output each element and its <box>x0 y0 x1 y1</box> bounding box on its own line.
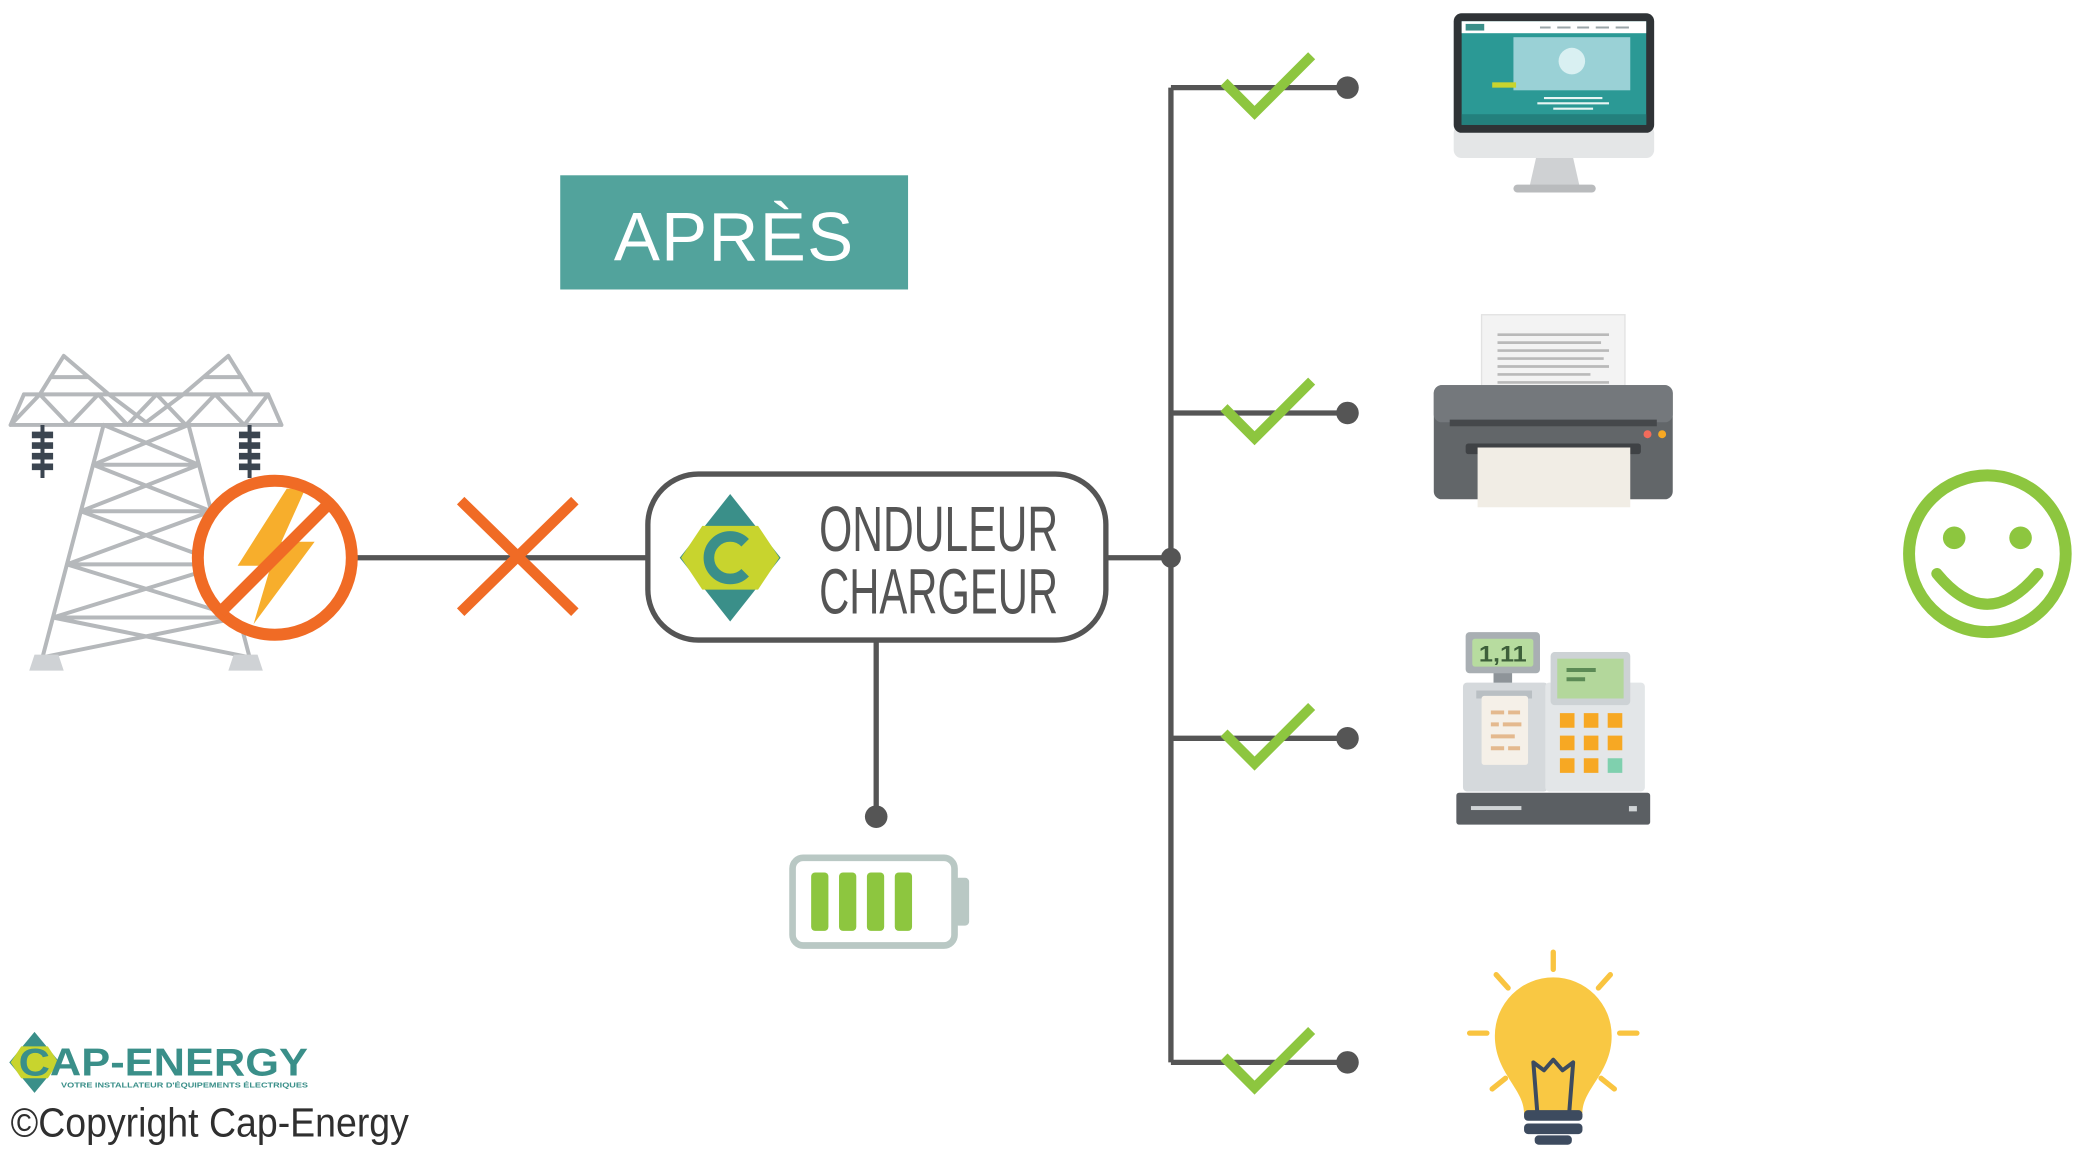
printer-paper-lines <box>1497 333 1610 400</box>
ups-box: ONDULEUR CHARGEUR <box>645 471 1109 643</box>
smiley-face-icon <box>1903 469 2072 639</box>
junction-node <box>1160 547 1181 568</box>
screen-nav <box>1539 26 1629 29</box>
register-base <box>1456 792 1651 825</box>
no-power-slash <box>216 499 334 617</box>
monitor-base <box>1513 184 1596 193</box>
insulator-left <box>31 424 54 479</box>
branch-node-bulb <box>1336 1051 1359 1074</box>
ups-label-line1: ONDULEUR <box>819 493 1058 565</box>
register-display-value: 1,11 <box>1479 641 1527 666</box>
register-receipt-lines <box>1490 710 1522 751</box>
register-keys <box>1559 713 1623 773</box>
copyright-notice: ©Copyright Cap-Energy <box>11 1100 410 1146</box>
title-badge: APRÈS <box>560 175 909 290</box>
battery-terminal <box>954 877 970 926</box>
printer-button-red <box>1643 430 1652 439</box>
no-power-icon <box>191 474 358 641</box>
logo-c-mark <box>703 531 749 585</box>
battery-charge-bar <box>866 872 885 931</box>
check-icon <box>1220 377 1316 446</box>
brand-name: CAP-ENERGY <box>19 1042 309 1085</box>
check-icon <box>1220 702 1316 771</box>
screen-hero-power-symbol <box>1558 47 1586 75</box>
ups-box-frame <box>645 471 1109 643</box>
register-receipt <box>1481 695 1529 765</box>
branch-node-register <box>1336 727 1359 750</box>
bulb-rays <box>1466 949 1640 1092</box>
monitor-neck <box>1529 158 1580 188</box>
register-drawer-slot <box>1470 806 1522 811</box>
brand-tagline: VOTRE INSTALLATEUR D'ÉQUIPEMENTS ÉLECTRI… <box>61 1081 308 1090</box>
screen-footer <box>1461 114 1647 125</box>
screen-header <box>1461 21 1647 34</box>
cap-energy-logo-icon <box>679 493 781 622</box>
battery-node <box>864 805 888 828</box>
register-receipt-slot <box>1476 690 1533 699</box>
smiley-outline <box>1903 469 2072 639</box>
bulb-filament <box>1531 1057 1576 1113</box>
brand-logo: CAP-ENERGY VOTRE INSTALLATEUR D'ÉQUIPEME… <box>9 1031 309 1093</box>
ups-label-line2: CHARGEUR <box>819 556 1058 628</box>
smiley-right-eye <box>2009 526 2032 550</box>
check-icon <box>1220 1026 1316 1095</box>
smiley-mouth <box>1931 568 2044 610</box>
title-badge-label: APRÈS <box>614 197 855 275</box>
printer-output-paper <box>1477 447 1631 508</box>
monitor-chin <box>1453 124 1655 159</box>
printer-slot <box>1449 419 1657 427</box>
register-enter-key <box>1607 758 1623 773</box>
screen-logo <box>1465 23 1485 31</box>
printer-icon <box>1433 314 1673 508</box>
title-badge-background <box>560 175 909 290</box>
insulator-right <box>238 424 261 479</box>
pylon-footings <box>29 654 263 671</box>
bulb-base <box>1524 1110 1583 1145</box>
logo-hexagon <box>681 525 780 590</box>
register-drawer-button <box>1628 806 1637 812</box>
branch-end-nodes <box>1336 76 1359 1074</box>
register-screen-lines <box>1566 667 1596 682</box>
smiley-left-eye <box>1942 526 1966 550</box>
battery-charge-bars <box>811 872 913 931</box>
register-customer-screen <box>1472 638 1534 667</box>
screen-accent-bar <box>1492 82 1517 88</box>
battery-icon <box>789 854 970 949</box>
battery-charge-bar <box>894 872 913 931</box>
cash-register-icon: 1,11 <box>1456 632 1651 825</box>
battery-charge-bar <box>811 872 829 931</box>
branch-node-printer <box>1336 401 1359 425</box>
brand-logo-hexagon <box>10 1046 59 1079</box>
printer-top-cover <box>1433 385 1673 423</box>
cross-icon <box>456 496 579 616</box>
printer-button-orange <box>1658 430 1667 439</box>
light-bulb-icon <box>1466 949 1640 1145</box>
bulb-glass <box>1494 977 1612 1113</box>
monitor-icon <box>1453 13 1655 193</box>
screen-text-lines <box>1537 96 1610 110</box>
branch-node-monitor <box>1336 76 1359 99</box>
battery-charge-bar <box>839 872 857 931</box>
no-power-ring <box>191 474 358 641</box>
branch-wires <box>1170 84 1348 1066</box>
check-icon <box>1220 52 1316 120</box>
